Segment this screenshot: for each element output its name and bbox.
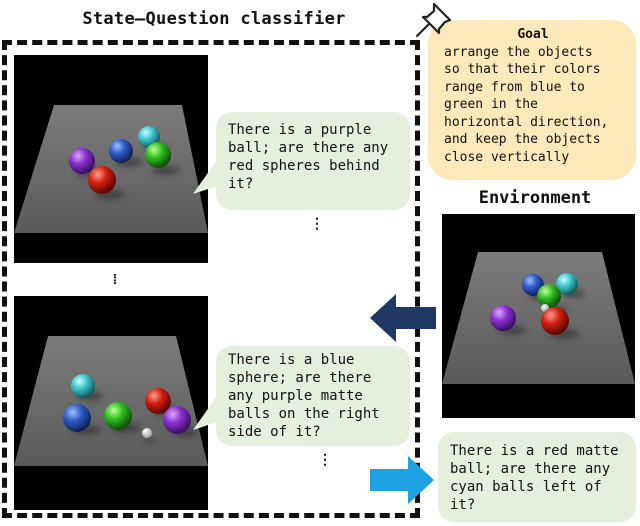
sphere-purple	[69, 148, 95, 174]
environment-label: Environment	[478, 188, 592, 208]
environment-image	[442, 214, 635, 418]
sphere-green	[104, 402, 132, 430]
diagram-title: State–Question classifier	[82, 9, 346, 29]
sphere-red	[541, 307, 569, 335]
ellipsis-between-scenes: ⁞	[110, 272, 120, 288]
goal-title: Goal	[517, 27, 549, 42]
scene-image-top	[14, 55, 208, 263]
ellipsis-bottom: ⋮	[318, 452, 332, 468]
classifier-frame	[2, 40, 420, 518]
ellipsis-top: ⋮	[310, 216, 324, 232]
environment-question-bubble: There is a red matte ball; are there any…	[438, 432, 636, 522]
arrow-environment-to-classifier	[370, 294, 436, 342]
sphere-cyan	[71, 374, 95, 398]
sphere-cyan	[556, 273, 578, 295]
sphere-blue	[63, 404, 91, 432]
sphere-purple	[163, 406, 191, 434]
sphere-purple	[490, 305, 516, 331]
sphere-green	[537, 284, 561, 308]
sphere-blue	[109, 139, 133, 163]
sphere-small-white	[142, 428, 152, 438]
question-bubble-bottom: There is a blue sphere; are there any pu…	[216, 346, 410, 446]
sphere-red	[145, 388, 171, 414]
bubble-tail-top	[193, 160, 217, 194]
scene-image-bottom	[14, 296, 208, 510]
pushpin-icon	[415, 2, 452, 38]
arrow-classifier-to-question	[370, 456, 434, 504]
goal-text: arrange the objects so that their colors…	[444, 44, 609, 165]
sphere-red	[88, 166, 116, 194]
goal-box: Goal arrange the objects so that their c…	[428, 20, 636, 180]
bubble-tail-bottom	[193, 396, 217, 430]
sphere-green	[145, 142, 171, 168]
question-bubble-top: There is a purple ball; are there any re…	[216, 112, 410, 210]
